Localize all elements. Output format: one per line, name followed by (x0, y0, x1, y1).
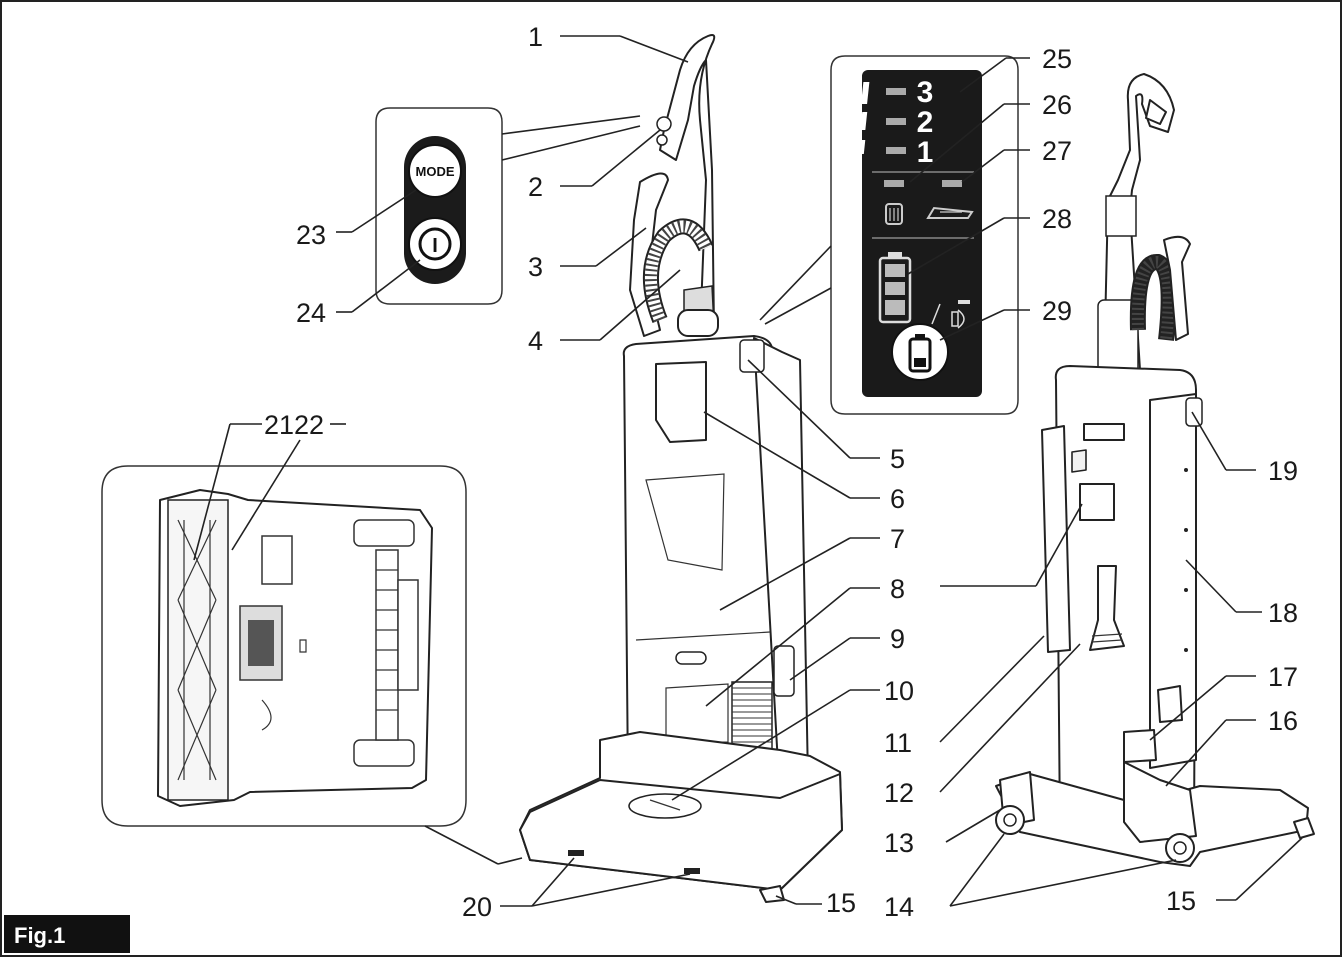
brush-icon (926, 206, 974, 219)
crevice-tool (1041, 425, 1071, 653)
callout-28: 28 (1042, 204, 1072, 234)
light-icon (931, 300, 970, 329)
callout-24: 24 (296, 298, 326, 328)
callout-11: 11 (884, 728, 912, 758)
filter-cover (665, 683, 729, 745)
back-handle-tube (1149, 393, 1197, 769)
power-button (408, 217, 462, 271)
level-3: 3 (917, 76, 934, 109)
callout-3: 3 (528, 252, 543, 282)
head-bumper (519, 773, 843, 891)
callout-2: 2 (528, 172, 543, 202)
back-hose (1131, 256, 1175, 341)
vacuum-front-view (519, 34, 843, 903)
leader-lines (193, 35, 1303, 907)
speed-bar-2 (860, 112, 868, 130)
body-indicator (739, 339, 765, 373)
led-light-right (684, 868, 700, 874)
callout-10: 10 (884, 676, 914, 706)
speed-bar-1 (859, 140, 866, 154)
dusting-brush (1089, 565, 1125, 651)
callout-27: 27 (1042, 136, 1072, 166)
back-lower-body (1123, 761, 1197, 843)
mode-button (408, 144, 462, 198)
battery-check-button (891, 323, 949, 381)
callout-4: 4 (528, 326, 543, 356)
battery-gauge-icon (878, 252, 912, 324)
tool-holder (1079, 483, 1115, 521)
callout-23: 23 (296, 220, 326, 250)
handle (659, 34, 716, 337)
level-2: 2 (917, 106, 934, 139)
callout-6: 6 (890, 484, 905, 514)
speed-bar-3 (861, 82, 870, 104)
exhaust-vent (731, 681, 773, 753)
back-tool (1163, 235, 1191, 341)
callout-8: 8 (890, 574, 905, 604)
rear-wheel-right (1165, 833, 1195, 863)
callout-7: 7 (890, 524, 905, 554)
led-light-left (568, 850, 584, 856)
callout-numbers: 1 2 3 4 5 6 7 8 9 10 11 12 13 14 15 15 1… (264, 22, 1298, 922)
cord-hook (1157, 685, 1183, 723)
pedal (759, 885, 785, 903)
callout-2122: 2122 (264, 410, 324, 440)
callout-19: 19 (1268, 456, 1298, 486)
callout-29: 29 (1042, 296, 1072, 326)
low-battery-icon (908, 334, 932, 373)
battery-slot (773, 645, 795, 697)
rear-wheel-left (995, 805, 1025, 835)
button-inset: MODE I (375, 107, 641, 305)
brush-roll-inset (101, 465, 523, 865)
callout-17: 17 (1268, 662, 1298, 692)
front-grip (655, 361, 707, 443)
callout-25: 25 (1042, 44, 1072, 74)
callout-5: 5 (890, 444, 905, 474)
figure-label: Fig.1 (4, 915, 130, 953)
brush-roll (167, 499, 229, 801)
swivel-joint (628, 793, 702, 819)
figure-label-text: Fig.1 (14, 923, 66, 948)
vacuum-back-view (995, 73, 1315, 867)
callout-18: 18 (1268, 598, 1298, 628)
callout-15-back: 15 (1166, 886, 1196, 916)
callout-12: 12 (884, 778, 914, 808)
callout-1: 1 (528, 22, 543, 52)
callout-9: 9 (890, 624, 905, 654)
mode-button-label: MODE (416, 164, 455, 179)
callout-16: 16 (1268, 706, 1298, 736)
callout-14: 14 (884, 892, 914, 922)
handle-buttons (656, 116, 672, 132)
back-handle (1103, 73, 1175, 373)
power-icon (418, 227, 452, 261)
callout-15-front: 15 (826, 888, 856, 918)
callout-13: 13 (884, 828, 914, 858)
level-1: 1 (917, 136, 934, 169)
dust-cup-window (645, 473, 725, 571)
dust-bin-icon (885, 203, 903, 225)
callout-20: 20 (462, 892, 492, 922)
power-symbol: I (432, 235, 438, 257)
callout-26: 26 (1042, 90, 1072, 120)
front-roller (375, 549, 399, 741)
